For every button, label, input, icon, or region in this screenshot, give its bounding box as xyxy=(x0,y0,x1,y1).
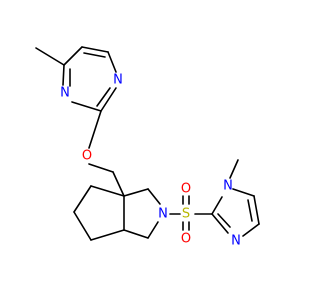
atom-label-n-pyrrolidine: N xyxy=(158,207,168,222)
atom-label-o-sulfonyl-top: O xyxy=(181,182,191,197)
bond-c2-ether-o xyxy=(88,110,102,149)
bond-imid-n3-c2 xyxy=(211,213,229,234)
bond-imid-c2-n1 xyxy=(211,196,223,215)
atom-labels-group: N N O N S O O N N xyxy=(60,73,241,249)
bond-c3a-c3 xyxy=(123,188,149,197)
bond-c5-c6 xyxy=(73,211,92,241)
bond-pyr-c5-c6-double xyxy=(83,52,106,58)
bond-c1-c6a xyxy=(123,229,149,239)
bond-pyr-c4-c5 xyxy=(63,46,83,66)
bond-n2-c1 xyxy=(147,221,159,239)
bond-imid-c4-n3 xyxy=(242,223,260,237)
atom-label-n-imidazole: N xyxy=(231,234,241,249)
bond-pyr-n1-c2 xyxy=(100,87,117,112)
bond-pyr-c2-n3 xyxy=(71,101,102,112)
bond-pyr-n3-c4 xyxy=(62,64,65,86)
bond-ether-o-ch2 xyxy=(88,163,114,173)
bond-imid-n3-c2-double xyxy=(217,213,231,228)
atom-label-n-pyrimidine-left: N xyxy=(60,86,70,101)
bond-pyr-c6-n1 xyxy=(107,51,117,73)
atom-label-n-pyrimidine-right: N xyxy=(113,73,123,88)
bond-c4-c5 xyxy=(73,185,92,213)
bond-imid-c5-c4 xyxy=(253,195,260,225)
bond-c6-c6a xyxy=(90,229,125,241)
bond-imid-n-methyl xyxy=(229,159,239,179)
bond-pyr-c5-c6 xyxy=(81,46,109,53)
bond-imid-c5-c4-double xyxy=(247,199,253,222)
bond-c3a-c4 xyxy=(90,185,125,197)
atom-label-s-sulfonyl: S xyxy=(182,207,190,222)
bond-methyl-pyrimidine xyxy=(35,47,65,66)
bond-c3-n2 xyxy=(147,188,161,205)
bond-pyr-n1-c2-double xyxy=(96,87,111,107)
molecule-structure-diagram: N N O N S O O N N xyxy=(35,46,260,249)
bond-ch2-quaternary xyxy=(112,171,125,197)
atom-label-o-sulfonyl-bottom: O xyxy=(181,232,191,247)
bonds-group xyxy=(35,46,260,241)
atom-label-n-imidazole-methyl: N xyxy=(223,179,233,194)
bond-imid-n1-c5 xyxy=(232,188,255,197)
atom-label-o-ether: O xyxy=(82,149,92,164)
